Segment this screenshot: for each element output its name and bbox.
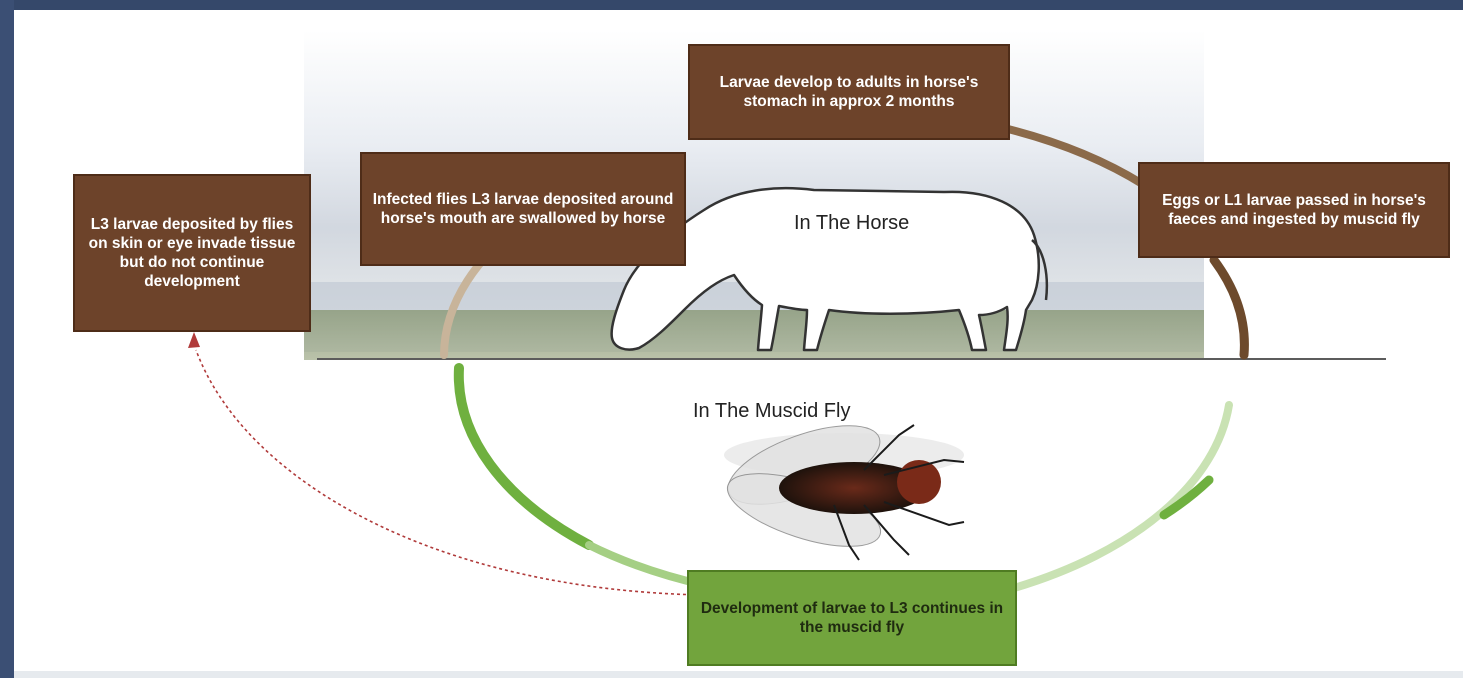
- arrow-head: [188, 332, 200, 348]
- step-swallowed-text: Infected flies L3 larvae deposited aroun…: [368, 190, 678, 228]
- step-adults-in-stomach: Larvae develop to adults in horse's stom…: [688, 44, 1010, 140]
- window-left-band: [0, 0, 14, 678]
- step-swallowed: Infected flies L3 larvae deposited aroun…: [360, 152, 686, 266]
- fly-illustration: [719, 409, 964, 561]
- step-develop-in-fly-text: Development of larvae to L3 continues in…: [695, 599, 1009, 637]
- slide-canvas: Larvae develop to adults in horse's stom…: [14, 10, 1463, 678]
- step-eggs-passed-text: Eggs or L1 larvae passed in horse's faec…: [1146, 191, 1442, 229]
- window-top-band: [0, 0, 1463, 10]
- step-adults-in-stomach-text: Larvae develop to adults in horse's stom…: [696, 73, 1002, 111]
- step-eggs-passed: Eggs or L1 larvae passed in horse's faec…: [1138, 162, 1450, 258]
- step-develop-in-fly: Development of larvae to L3 continues in…: [687, 570, 1017, 666]
- bottom-strip: [14, 671, 1463, 678]
- step-skin-eye-text: L3 larvae deposited by flies on skin or …: [81, 215, 303, 291]
- zone-label-horse: In The Horse: [794, 212, 909, 235]
- step-skin-eye: L3 larvae deposited by flies on skin or …: [73, 174, 311, 332]
- zone-label-fly: In The Muscid Fly: [693, 400, 850, 423]
